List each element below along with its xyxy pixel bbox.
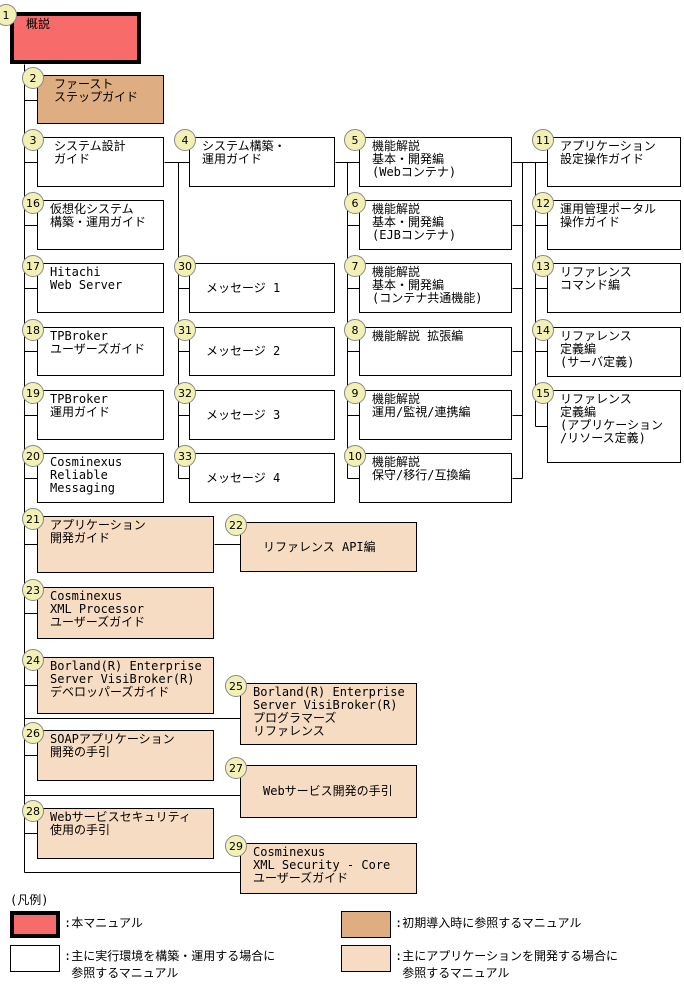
legend-swatch-overview [10, 911, 60, 938]
manual-number-badge-28: 28 [22, 800, 44, 822]
manual-box-10: 機能解説 保守/移行/互換編 [359, 453, 512, 503]
manual-box-9: 機能解説 運用/監視/連携編 [359, 390, 512, 440]
manual-number-badge-30: 30 [174, 255, 196, 277]
manual-box-11: アプリケーション 設定操作ガイド [547, 137, 681, 187]
manual-box-22: リファレンス API編 [240, 522, 417, 572]
manual-box-7: 機能解説 基本・開発編 (コンテナ共通機能) [359, 263, 512, 313]
manual-box-19: TPBroker 運用ガイド [37, 390, 164, 440]
manual-box-30: メッセージ 1 [189, 263, 335, 313]
manual-number-badge-24: 24 [22, 649, 44, 671]
manual-box-15: リファレンス 定義編 (アプリケーション /リソース定義) [547, 390, 681, 463]
legend-swatch-development [341, 945, 391, 972]
manual-box-20: Cosminexus Reliable Messaging [37, 453, 164, 503]
manual-number-badge-27: 27 [225, 757, 247, 779]
manual-number-badge-25: 25 [225, 675, 247, 697]
manual-number-badge-3: 3 [22, 129, 44, 151]
manual-number-badge-5: 5 [344, 129, 366, 151]
manual-number-badge-9: 9 [344, 382, 366, 404]
manual-box-4: システム構築・ 運用ガイド [189, 137, 335, 187]
legend-title: (凡例) [10, 893, 49, 907]
manual-box-27: Webサービス開発の手引 [240, 765, 417, 818]
manual-number-badge-1: 1 [0, 4, 17, 26]
manual-box-5: 機能解説 基本・開発編 (Webコンテナ) [359, 137, 512, 187]
manual-box-13: リファレンス コマンド編 [547, 263, 681, 313]
manual-number-badge-4: 4 [174, 129, 196, 151]
manual-box-25: Borland(R) Enterprise Server VisiBroker(… [240, 683, 417, 745]
manual-box-16: 仮想化システム 構築・運用ガイド [37, 200, 164, 250]
manual-box-33: メッセージ 4 [189, 453, 335, 503]
legend-text-initial: :初期導入時に参照するマニュアル [395, 916, 582, 930]
manual-number-badge-29: 29 [225, 835, 247, 857]
manual-box-32: メッセージ 3 [189, 390, 335, 440]
manual-number-badge-23: 23 [22, 579, 44, 601]
manual-number-badge-12: 12 [532, 192, 554, 214]
manual-number-badge-13: 13 [532, 255, 554, 277]
manual-number-badge-16: 16 [22, 192, 44, 214]
manual-number-badge-33: 33 [174, 445, 196, 467]
legend-swatch-initial [341, 911, 391, 938]
legend-swatch-operation [10, 945, 60, 972]
manual-box-21: アプリケーション 開発ガイド [37, 516, 214, 573]
manual-number-badge-31: 31 [174, 319, 196, 341]
manual-box-12: 運用管理ポータル 操作ガイド [547, 200, 681, 250]
manual-number-badge-10: 10 [344, 445, 366, 467]
manual-box-14: リファレンス 定義編 (サーバ定義) [547, 327, 681, 377]
manual-box-8: 機能解説 拡張編 [359, 327, 512, 376]
manual-number-badge-17: 17 [22, 255, 44, 277]
manual-number-badge-2: 2 [22, 67, 44, 89]
manual-box-1: 概説 [10, 12, 141, 64]
manual-box-17: Hitachi Web Server [37, 263, 164, 313]
manual-number-badge-22: 22 [225, 514, 247, 536]
manual-box-29: Cosminexus XML Security - Core ユーザーズガイド [240, 843, 417, 894]
manual-box-28: Webサービスセキュリティ 使用の手引 [37, 808, 214, 859]
manual-number-badge-18: 18 [22, 319, 44, 341]
manual-number-badge-11: 11 [532, 129, 554, 151]
manual-number-badge-19: 19 [22, 382, 44, 404]
manual-number-badge-7: 7 [344, 255, 366, 277]
manual-box-26: SOAPアプリケーション 開発の手引 [37, 730, 214, 781]
manual-box-6: 機能解説 基本・開発編 (EJBコンテナ) [359, 200, 512, 250]
manual-box-23: Cosminexus XML Processor ユーザーズガイド [37, 587, 214, 639]
manual-number-badge-8: 8 [344, 319, 366, 341]
manual-number-badge-6: 6 [344, 192, 366, 214]
manual-number-badge-14: 14 [532, 319, 554, 341]
manual-box-2: ファースト ステップガイド [37, 75, 164, 124]
manual-number-badge-20: 20 [22, 445, 44, 467]
manual-number-badge-26: 26 [22, 722, 44, 744]
manual-box-31: メッセージ 2 [189, 327, 335, 376]
manual-number-badge-21: 21 [22, 508, 44, 530]
manual-box-18: TPBroker ユーザーズガイド [37, 327, 164, 376]
manual-number-badge-15: 15 [532, 382, 554, 404]
manual-number-badge-32: 32 [174, 382, 196, 404]
manual-box-3: システム設計 ガイド [37, 137, 164, 187]
legend-text-operation: :主に実行環境を構築・運用する場合に 参照するマニュアル [64, 949, 276, 980]
manual-box-24: Borland(R) Enterprise Server VisiBroker(… [37, 657, 214, 714]
legend-text-overview: :本マニュアル [64, 916, 143, 930]
legend-text-development: :主にアプリケーションを開発する場合に 参照するマニュアル [395, 949, 618, 980]
